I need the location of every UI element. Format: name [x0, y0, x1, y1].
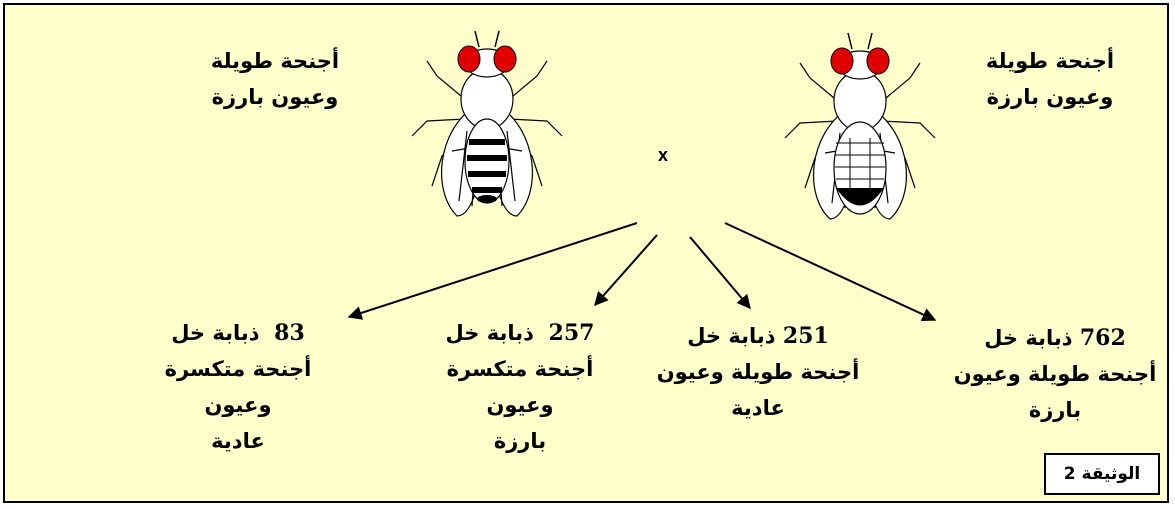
offspring-1-line3: عادية: [133, 423, 343, 459]
offspring-3-unit: ذبابة خل: [687, 324, 775, 348]
offspring-3-label: 251 ذبابة خل أجنحة طويلة وعيون عادية: [653, 318, 863, 426]
offspring-4-count: 762: [1080, 325, 1126, 351]
offspring-3-line3: عادية: [653, 390, 863, 426]
offspring-4-label: 762 ذبابة خل أجنحة طويلة وعيون بارزة: [950, 320, 1160, 428]
offspring-4-unit: ذبابة خل: [984, 326, 1072, 350]
offspring-2-unit: ذبابة خل: [446, 321, 534, 345]
offspring-2-label: 257 ذبابة خل أجنحة متكسرة وعيون بارزة: [415, 315, 625, 459]
diagram-frame: أجنحة طويلة وعيون بارزة أجنحة طويلة وعيو…: [3, 3, 1169, 503]
offspring-3-count: 251: [783, 323, 829, 349]
offspring-2-line2: أجنحة متكسرة وعيون: [415, 351, 625, 423]
arrow-to-offspring-1: [349, 223, 637, 317]
offspring-1-line2: أجنحة متكسرة وعيون: [133, 351, 343, 423]
offspring-2-line3: بارزة: [415, 423, 625, 459]
arrow-to-offspring-4: [725, 223, 935, 320]
arrow-to-offspring-2: [595, 235, 657, 305]
document-label-box: الوثيقة 2: [1044, 453, 1160, 495]
offspring-1-label: 83 ذبابة خل أجنحة متكسرة وعيون عادية: [133, 315, 343, 459]
offspring-1-count: 83: [274, 320, 305, 346]
arrow-to-offspring-3: [690, 237, 750, 308]
offspring-2-count: 257: [549, 320, 595, 346]
document-label: الوثيقة 2: [1064, 464, 1141, 484]
offspring-3-line2: أجنحة طويلة وعيون: [653, 354, 863, 390]
offspring-4-line3: بارزة: [950, 392, 1160, 428]
offspring-1-unit: ذبابة خل: [171, 321, 259, 345]
offspring-4-line2: أجنحة طويلة وعيون: [950, 356, 1160, 392]
